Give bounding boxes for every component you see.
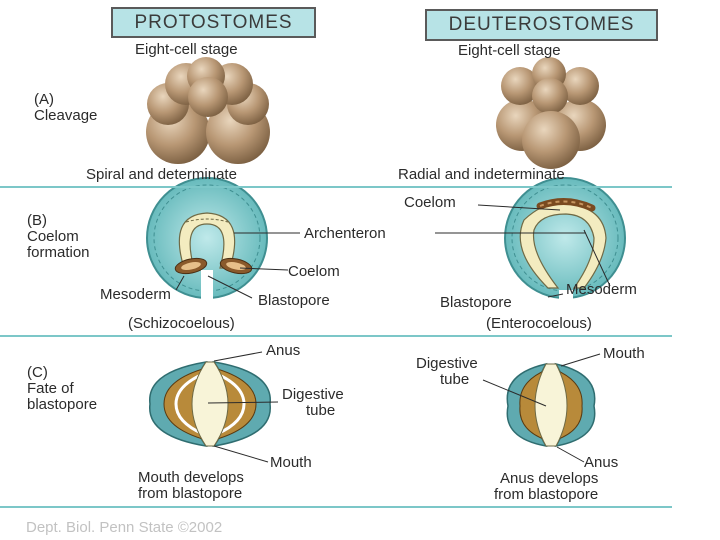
footer-credit: Dept. Biol. Penn State ©2002 (26, 519, 223, 536)
section-a-letter: (A) (34, 91, 54, 108)
section-c-title-1: Fate of (27, 380, 74, 397)
left-digestive-label-2: tube (306, 402, 336, 419)
left-mouth-label: Mouth (270, 454, 312, 471)
right-coelom-label: Coelom (404, 194, 456, 211)
left-stage-label: Eight-cell stage (135, 41, 238, 58)
protostome-gut (149, 360, 271, 448)
enterocoelous-label: (Enterocoelous) (486, 315, 592, 332)
section-b-title-2: formation (27, 244, 90, 261)
leader-lines (175, 204, 611, 463)
right-fate-caption-2: from blastopore (494, 486, 599, 503)
left-mesoderm-label: Mesoderm (100, 286, 171, 303)
section-c-title-2: blastopore (27, 396, 98, 413)
deuterostome-gut (506, 362, 596, 448)
protostome-eight-cell-embryo (146, 57, 270, 164)
left-anus-label: Anus (266, 342, 301, 359)
section-divider (0, 335, 672, 337)
deuterostome-eight-cell-embryo (496, 57, 606, 169)
schizocoelous-embryo (146, 177, 268, 300)
right-fate-caption-1: Anus develops (500, 470, 599, 487)
right-stage-label: Eight-cell stage (458, 42, 561, 59)
right-digestive-label-1: Digestive (416, 355, 478, 372)
left-coelom-label: Coelom (288, 263, 340, 280)
right-cleavage-caption: Radial and indeterminate (398, 166, 565, 183)
archenteron-label: Archenteron (304, 225, 386, 242)
right-blastopore-label: Blastopore (440, 294, 512, 311)
section-c-letter: (C) (27, 364, 48, 381)
left-cleavage-caption: Spiral and determinate (86, 166, 237, 183)
left-blastopore-label: Blastopore (258, 292, 330, 309)
section-a-title: Cleavage (34, 107, 98, 124)
right-anus-label: Anus (584, 454, 619, 471)
left-digestive-label-1: Digestive (282, 386, 344, 403)
section-b-letter: (B) (27, 212, 47, 229)
right-digestive-label-2: tube (440, 371, 470, 388)
deuterostomes-header: DEUTEROSTOMES (425, 9, 658, 41)
left-fate-caption-1: Mouth develops (138, 469, 244, 486)
right-mouth-label: Mouth (603, 345, 645, 362)
section-divider (0, 506, 672, 508)
left-fate-caption-2: from blastopore (138, 485, 243, 502)
protostomes-header: PROTOSTOMES (111, 7, 316, 38)
section-divider (0, 186, 672, 188)
schizocoelous-label: (Schizocoelous) (128, 315, 235, 332)
section-b-title-1: Coelom (27, 228, 79, 245)
right-mesoderm-label: Mesoderm (566, 281, 637, 298)
